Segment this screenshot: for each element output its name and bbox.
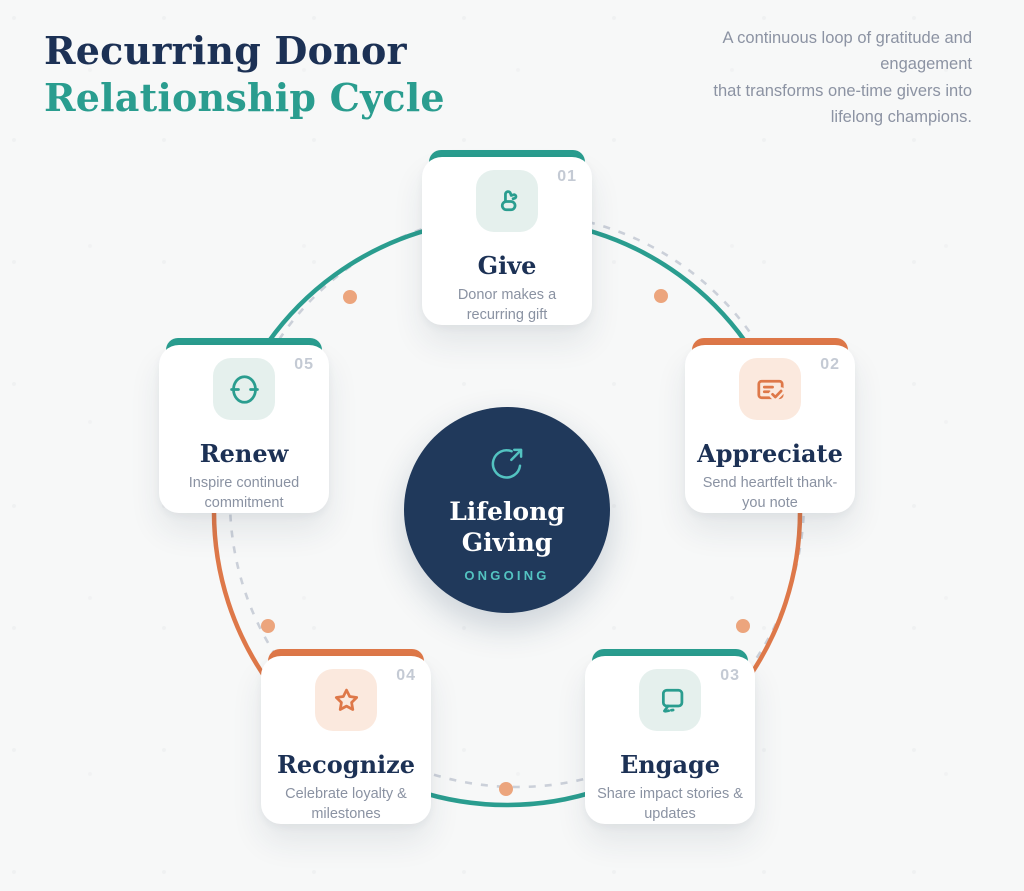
speech-bubble-icon bbox=[639, 669, 701, 731]
step-description: Send heartfelt thank-you note bbox=[702, 475, 838, 511]
cycle-dot bbox=[654, 289, 668, 303]
tagline: A continuous loop of gratitude and engag… bbox=[713, 25, 972, 131]
step-title: Engage bbox=[619, 750, 721, 779]
step-description: Celebrate loyalty & milestones bbox=[285, 786, 407, 822]
tagline-line: A continuous loop of gratitude and bbox=[722, 29, 972, 47]
refresh-circle-icon bbox=[213, 358, 275, 420]
step-title: Give bbox=[477, 251, 537, 280]
center-title: Lifelong Giving bbox=[449, 496, 565, 558]
cycle-arrow-icon bbox=[491, 448, 523, 479]
cycle-dot bbox=[736, 619, 750, 633]
page-title-line1: Recurring Donor bbox=[44, 28, 407, 73]
step-number: 03 bbox=[720, 667, 740, 684]
step-card-engage: 03 Engage Share impact stories & updates bbox=[585, 649, 755, 824]
step-card-recognize: 04 Recognize Celebrate loyalty & milesto… bbox=[261, 649, 431, 824]
center-hub: Lifelong Giving ONGOING bbox=[404, 407, 610, 613]
star-icon bbox=[315, 669, 377, 731]
page-title: Recurring Donor Relationship Cycle bbox=[44, 27, 445, 121]
thumbs-up-icon bbox=[476, 170, 538, 232]
center-badge: ONGOING bbox=[464, 567, 550, 583]
step-number: 05 bbox=[294, 356, 314, 373]
cycle-dot bbox=[343, 290, 357, 304]
step-description: Inspire continued commitment bbox=[188, 475, 300, 511]
tagline-line: that transforms one-time givers into bbox=[713, 81, 972, 100]
cycle-dot bbox=[261, 619, 275, 633]
step-title: Appreciate bbox=[697, 439, 843, 468]
cycle-dot bbox=[499, 782, 513, 796]
tagline-line: engagement bbox=[880, 55, 972, 74]
step-description: Donor makes a recurring gift bbox=[457, 287, 557, 323]
step-card-give: 01 Give Donor makes a recurring gift bbox=[422, 150, 592, 325]
step-number: 02 bbox=[820, 356, 840, 373]
step-title: Renew bbox=[199, 439, 289, 468]
step-card-appreciate: 02 Appreciate Send heartfelt thank-you n… bbox=[685, 338, 855, 513]
thank-you-note-icon bbox=[739, 358, 801, 420]
step-card-renew: 05 Renew Inspire continued commitment bbox=[159, 338, 329, 513]
step-title: Recognize bbox=[276, 750, 416, 779]
page-title-line2: Relationship Cycle bbox=[44, 75, 445, 121]
step-number: 01 bbox=[557, 168, 577, 185]
step-description: Share impact stories & updates bbox=[597, 786, 743, 822]
step-number: 04 bbox=[396, 667, 416, 684]
tagline-line: lifelong champions. bbox=[830, 108, 972, 127]
